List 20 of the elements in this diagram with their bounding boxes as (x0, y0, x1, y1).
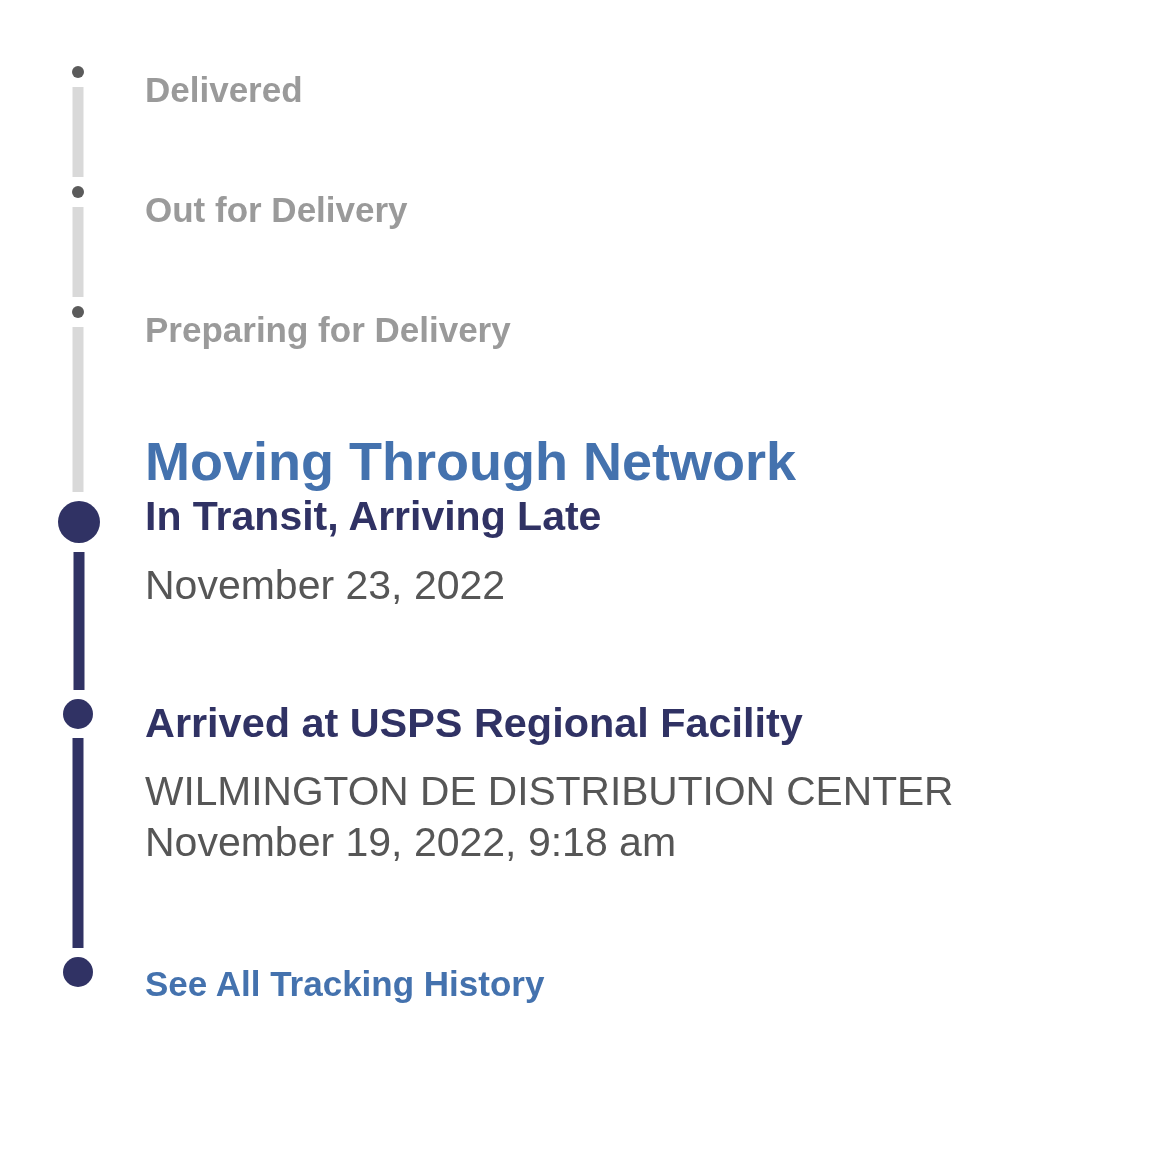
timeline-dot (63, 699, 93, 729)
location-text: WILMINGTON DE DISTRIBUTION CENTER (145, 771, 954, 812)
status-subheading: In Transit, Arriving Late (145, 496, 602, 537)
step-label: Preparing for Delivery (145, 312, 511, 347)
timeline-connector (72, 738, 84, 948)
step-label: Out for Delivery (145, 192, 408, 227)
date-text: November 23, 2022 (145, 565, 506, 606)
event-heading: Arrived at USPS Regional Facility (145, 703, 803, 745)
timeline-dot (63, 957, 93, 987)
date-time-text: November 19, 2022, 9:18 am (145, 822, 677, 863)
timeline-dot (58, 501, 100, 543)
timeline-connector (72, 207, 84, 297)
timeline-connector (73, 552, 85, 690)
timeline-dot (72, 306, 84, 318)
timeline-connector (72, 87, 84, 177)
tracking-history-link: See All Tracking History (145, 966, 545, 1001)
timeline-dot (72, 66, 84, 78)
timeline-connector (72, 327, 84, 492)
step-label: Delivered (145, 72, 303, 107)
timeline-dot (72, 186, 84, 198)
